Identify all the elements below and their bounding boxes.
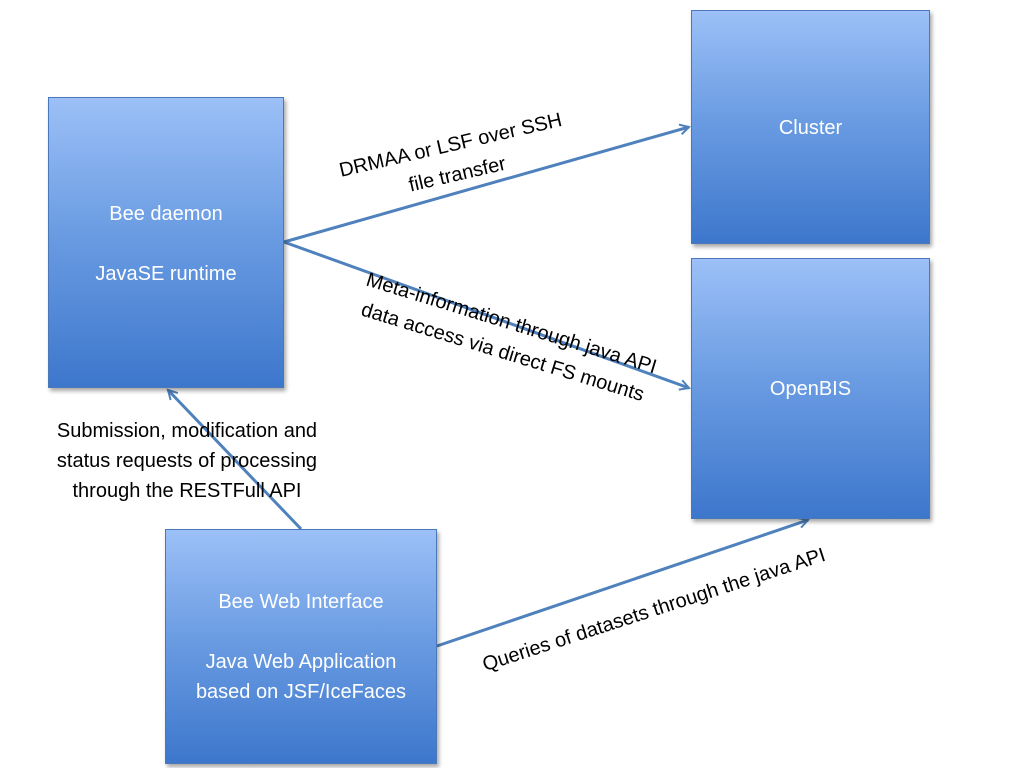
bee-daemon-runtime: JavaSE runtime — [95, 263, 237, 285]
web-interface-title: Bee Web Interface — [218, 591, 384, 613]
submission-label-line2: status requests of processing — [56, 450, 318, 472]
web-interface-app: Java Web Application — [205, 651, 397, 673]
cluster-title: Cluster — [778, 117, 843, 139]
arrow-web-to-openbis — [436, 520, 808, 648]
openbis-title: OpenBIS — [769, 378, 852, 400]
submission-edge-label: Submission, modification and status requ… — [22, 416, 352, 506]
arrow-daemon-to-openbis — [283, 240, 689, 388]
arrow-web-to-daemon — [168, 390, 303, 531]
bee-daemon-box: Bee daemon JavaSE runtime — [48, 97, 284, 388]
bee-web-interface-box: Bee Web Interface Java Web Application b… — [165, 529, 437, 764]
submission-label-line3: through the RESTFull API — [72, 480, 302, 502]
openbis-box: OpenBIS — [691, 258, 930, 519]
cluster-box: Cluster — [691, 10, 930, 244]
bee-daemon-title: Bee daemon — [109, 203, 223, 225]
arrow-daemon-to-cluster — [283, 127, 689, 244]
submission-label-line1: Submission, modification and — [56, 420, 318, 442]
web-interface-framework: based on JSF/IceFaces — [195, 681, 407, 703]
